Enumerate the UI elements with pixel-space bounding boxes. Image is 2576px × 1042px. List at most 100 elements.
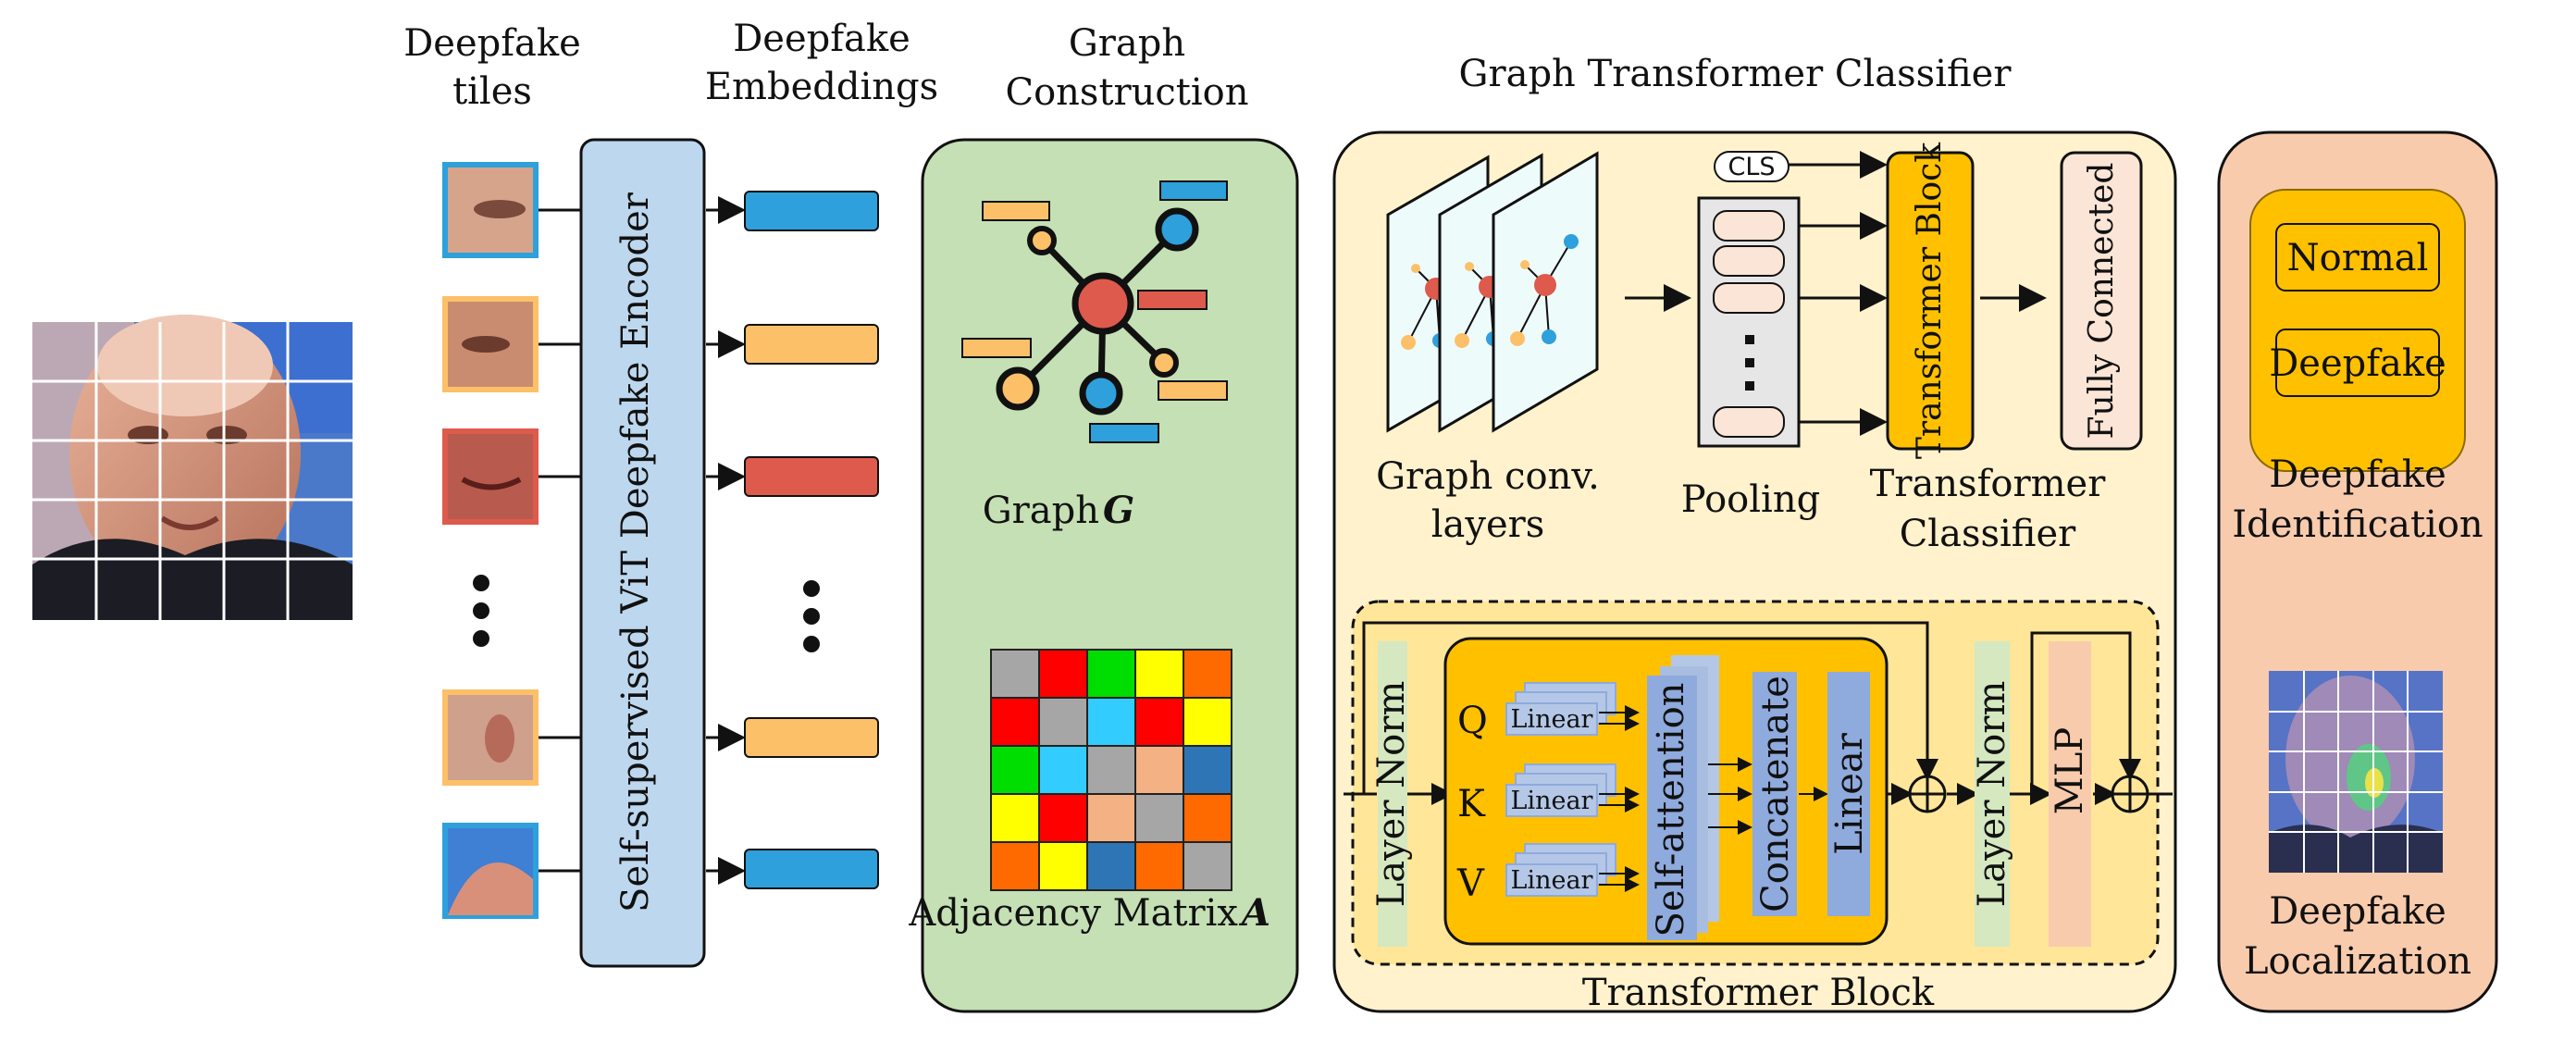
layer-norm-1 [1378, 641, 1407, 947]
fully-connected-label: Fully Connected [2083, 163, 2121, 440]
adjacency-symbol: A [1238, 891, 1270, 935]
v-label: V [1456, 862, 1485, 905]
tiles-ellipsis-dot [473, 630, 489, 647]
adjacency-cell [990, 745, 1040, 795]
pooled-token [1713, 406, 1785, 438]
linear-q-label: Linear [1511, 705, 1593, 734]
linear-v [1505, 843, 1616, 897]
linear-k [1505, 763, 1616, 817]
pooled-token [1713, 245, 1785, 277]
add-operator-2 [2111, 775, 2149, 813]
embeddings-ellipsis-dot [803, 636, 820, 652]
mlp-box [2049, 641, 2091, 947]
adjacency-cell [990, 697, 1040, 747]
q-label: Q [1457, 700, 1488, 742]
pooling-to-transformer-arrows [1789, 151, 1888, 436]
adjacency-cell [1086, 745, 1136, 795]
adjacency-cell [1038, 793, 1088, 843]
adjacency-cell [1183, 745, 1232, 795]
transformer-classifier-label-line2: Classifier [1900, 513, 2076, 555]
embedding-2 [744, 324, 879, 365]
embeddings-header-line1: Deepfake [733, 18, 910, 60]
pooled-token [1713, 282, 1785, 314]
graph-illustration [961, 180, 1228, 443]
adjacency-cell [1086, 697, 1136, 747]
adjacency-cell [1134, 793, 1184, 843]
localization-heatmap-image [2269, 671, 2443, 873]
layer-norm-2 [1975, 641, 2010, 947]
linear-k-label: Linear [1511, 787, 1593, 815]
embeddings-ellipsis-dot [803, 608, 820, 625]
adjacency-cell [1038, 649, 1088, 699]
adjacency-matrix [990, 649, 1232, 891]
pooling-label: Pooling [1681, 478, 1820, 521]
fully-connected-box [2060, 151, 2143, 451]
cls-label: CLS [1728, 153, 1775, 181]
residual-connections [1344, 621, 2173, 805]
layer-norm-1-label: Layer Norm [1370, 681, 1413, 908]
adjacency-cell [990, 649, 1040, 699]
adjacency-cell [1134, 745, 1184, 795]
mlp-label: MLP [2049, 727, 2091, 814]
input-face-image [32, 315, 353, 620]
tiles-column [442, 162, 539, 919]
linear-out-label: Linear [1828, 732, 1871, 855]
graph-conv-label-line1: Graph conv. [1376, 455, 1600, 498]
tile-1 [442, 162, 539, 258]
tiles-header-line1: Deepfake [403, 22, 581, 65]
adjacency-cell [1134, 649, 1184, 699]
adjacency-cell [1086, 841, 1136, 891]
gt-classifier-header: Graph Transformer Classifier [1459, 53, 2012, 95]
pooling-box [1697, 196, 1801, 448]
embedding-1 [744, 191, 879, 231]
adjacency-cell [1134, 697, 1184, 747]
normal-class-box [2275, 223, 2440, 292]
tile-5 [442, 823, 539, 919]
tiles-ellipsis-dot [473, 602, 489, 619]
self-attention-label: Self-attention [1650, 683, 1692, 937]
embedding-5 [744, 849, 879, 889]
deepfake-class-label: Deepfake [2269, 342, 2446, 385]
adjacency-cell [990, 793, 1040, 843]
linear-out-box [1827, 672, 1870, 916]
layer-norm-2-label: Layer Norm [1971, 681, 2013, 908]
linear-v-label: Linear [1511, 866, 1593, 895]
adjacency-cell [1086, 649, 1136, 699]
transformer-block-small-label: Transformer Block [1911, 142, 1949, 459]
graph-construction-header-line1: Graph [1069, 22, 1185, 65]
linear-attention-arrows [1599, 705, 1640, 892]
transformer-block-title: Transformer Block [1582, 972, 1935, 1014]
embeddings-header-line2: Embeddings [705, 66, 938, 108]
adjacency-cell [1134, 841, 1184, 891]
deepfake-class-box [2275, 329, 2440, 397]
tile-3 [442, 428, 539, 525]
attention-concat-arrows [1708, 757, 1752, 835]
identification-label-line2: Identification [2232, 503, 2483, 546]
k-label: K [1457, 783, 1486, 825]
tile-2 [442, 296, 539, 392]
vit-encoder-box [579, 138, 706, 968]
concatenate-label: Concatenate [1754, 676, 1797, 912]
self-attention-stack [1647, 655, 1719, 940]
normal-class-label: Normal [2287, 237, 2429, 279]
adjacency-cell [1183, 841, 1232, 891]
graph-conv-label-line2: layers [1431, 503, 1545, 546]
adjacency-cell [1038, 697, 1088, 747]
adjacency-cell [1038, 745, 1088, 795]
embeddings-column [744, 191, 879, 889]
localization-label-line2: Localization [2244, 940, 2471, 983]
add-operator-1 [1908, 775, 1947, 813]
graph-conv-layers [1386, 151, 1599, 433]
adjacency-cell [1183, 793, 1232, 843]
graph-construction-header-line2: Construction [1005, 71, 1248, 114]
tiles-ellipsis-dot [473, 575, 489, 591]
linear-q [1505, 682, 1616, 736]
embedding-3 [744, 456, 879, 497]
adjacency-cell [1038, 841, 1088, 891]
concatenate-box [1752, 672, 1797, 916]
embeddings-ellipsis-dot [803, 580, 820, 597]
localization-label-line1: Deepfake [2269, 890, 2446, 933]
graph-symbol: G [1103, 489, 1134, 532]
encoder-embedding-arrows [706, 196, 746, 885]
